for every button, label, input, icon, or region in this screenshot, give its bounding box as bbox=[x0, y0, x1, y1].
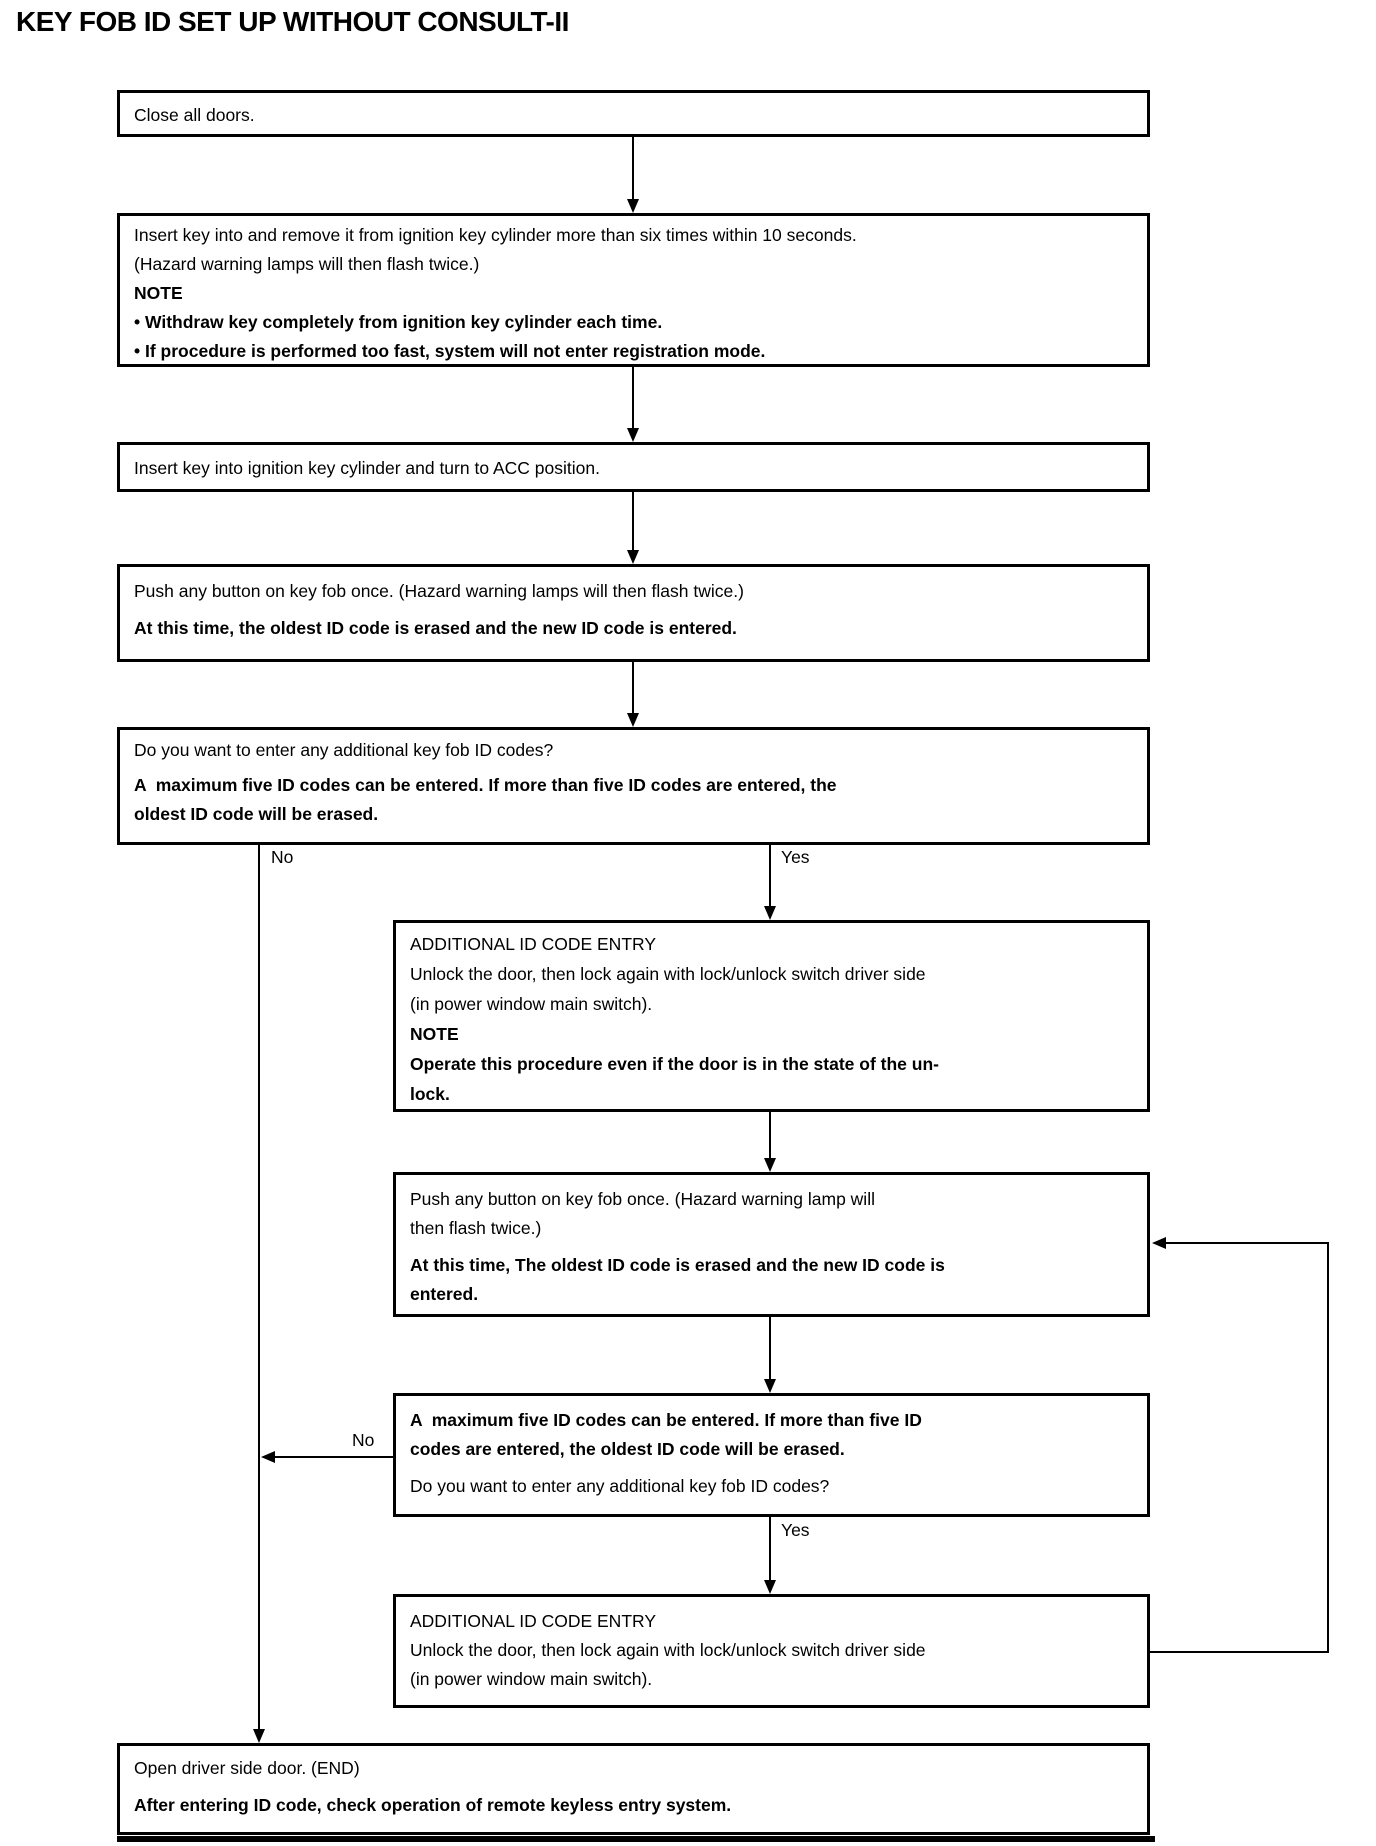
page-title: KEY FOB ID SET UP WITHOUT CONSULT-II bbox=[16, 6, 569, 37]
step-close-all-doors-text: Close all doors. bbox=[134, 105, 255, 125]
step-push-button-loop-line3: At this time, The oldest ID code is eras… bbox=[410, 1255, 945, 1275]
connector-step6-step7 bbox=[769, 1112, 771, 1160]
step-insert-remove-key: Insert key into and remove it from ignit… bbox=[117, 213, 1150, 367]
step-additional-id-entry-2-line2: Unlock the door, then lock again with lo… bbox=[410, 1640, 926, 1660]
step-additional-id-entry-1-note: NOTE bbox=[410, 1024, 459, 1044]
step-additional-id-entry-1-line3: (in power window main switch). bbox=[410, 994, 653, 1014]
step-push-button-loop-line2: then flash twice.) bbox=[410, 1218, 542, 1238]
step-push-button-loop-line4: entered. bbox=[410, 1284, 479, 1304]
step-additional-id-entry-1-note3: lock. bbox=[410, 1084, 450, 1104]
page-bottom-rule bbox=[117, 1836, 1155, 1842]
arrowhead-into-step7 bbox=[764, 1158, 776, 1172]
connector-no-branch-lower bbox=[273, 1456, 393, 1458]
connector-step1-step2 bbox=[632, 137, 634, 201]
decision-additional-codes-loop-line1: A maximum five ID codes can be entered. … bbox=[410, 1410, 922, 1430]
step-additional-id-entry-1-title: ADDITIONAL ID CODE ENTRY bbox=[410, 934, 657, 954]
connector-loop-right bbox=[1327, 1243, 1329, 1653]
decision-additional-codes-loop: A maximum five ID codes can be entered. … bbox=[393, 1393, 1150, 1517]
connector-step4-step5 bbox=[632, 662, 634, 714]
branch-label-yes-upper: Yes bbox=[781, 847, 810, 867]
branch-label-no-lower: No bbox=[352, 1430, 375, 1450]
step-close-all-doors: Close all doors. bbox=[117, 90, 1150, 137]
decision-additional-codes-question: Do you want to enter any additional key … bbox=[134, 740, 554, 760]
arrowhead-into-step6 bbox=[764, 906, 776, 920]
connector-yes-branch-lower bbox=[769, 1517, 771, 1581]
step-push-button-once: Push any button on key fob once. (Hazard… bbox=[117, 564, 1150, 662]
step-push-button-once-line1: Push any button on key fob once. (Hazard… bbox=[134, 581, 744, 601]
arrowhead-into-end bbox=[253, 1729, 265, 1743]
connector-loop-bottom bbox=[1150, 1651, 1329, 1653]
step-end-open-door-line1: Open driver side door. (END) bbox=[134, 1758, 360, 1778]
step-end-open-door-line2: After entering ID code, check operation … bbox=[134, 1795, 732, 1815]
step-push-button-loop: Push any button on key fob once. (Hazard… bbox=[393, 1172, 1150, 1317]
connector-step7-step8 bbox=[769, 1317, 771, 1381]
step-additional-id-entry-2: ADDITIONAL ID CODE ENTRY Unlock the door… bbox=[393, 1594, 1150, 1708]
decision-additional-codes: Do you want to enter any additional key … bbox=[117, 727, 1150, 845]
step-push-button-once-line2: At this time, the oldest ID code is eras… bbox=[134, 618, 737, 638]
arrowhead-into-step2 bbox=[627, 199, 639, 213]
step-additional-id-entry-2-title: ADDITIONAL ID CODE ENTRY bbox=[410, 1611, 657, 1631]
step-additional-id-entry-1-note2: Operate this procedure even if the door … bbox=[410, 1054, 939, 1074]
step-push-button-loop-line1: Push any button on key fob once. (Hazard… bbox=[410, 1189, 875, 1209]
step-additional-id-entry-1-line2: Unlock the door, then lock again with lo… bbox=[410, 964, 926, 984]
connector-no-branch-main bbox=[258, 845, 260, 1730]
arrowhead-into-no-line bbox=[261, 1451, 275, 1463]
connector-loop-top bbox=[1164, 1242, 1329, 1244]
decision-additional-codes-line2: A maximum five ID codes can be entered. … bbox=[134, 775, 837, 795]
step-insert-remove-key-bullet2: • If procedure is performed too fast, sy… bbox=[134, 341, 766, 361]
step-insert-remove-key-bullet1: • Withdraw key completely from ignition … bbox=[134, 312, 663, 332]
arrowhead-into-step4 bbox=[627, 550, 639, 564]
step-end-open-door: Open driver side door. (END) After enter… bbox=[117, 1743, 1150, 1835]
decision-additional-codes-loop-question: Do you want to enter any additional key … bbox=[410, 1476, 830, 1496]
decision-additional-codes-line3: oldest ID code will be erased. bbox=[134, 804, 379, 824]
arrowhead-into-step7-loop bbox=[1152, 1237, 1166, 1249]
connector-step2-step3 bbox=[632, 367, 634, 429]
step-insert-remove-key-line2: (Hazard warning lamps will then flash tw… bbox=[134, 254, 480, 274]
arrowhead-into-step3 bbox=[627, 428, 639, 442]
step-turn-to-acc: Insert key into ignition key cylinder an… bbox=[117, 442, 1150, 492]
step-turn-to-acc-text: Insert key into ignition key cylinder an… bbox=[134, 458, 600, 478]
branch-label-no-upper: No bbox=[271, 847, 294, 867]
step-additional-id-entry-2-line3: (in power window main switch). bbox=[410, 1669, 653, 1689]
decision-additional-codes-loop-line2: codes are entered, the oldest ID code wi… bbox=[410, 1439, 845, 1459]
branch-label-yes-lower: Yes bbox=[781, 1520, 810, 1540]
step-additional-id-entry-1: ADDITIONAL ID CODE ENTRY Unlock the door… bbox=[393, 920, 1150, 1112]
arrowhead-into-step9 bbox=[764, 1580, 776, 1594]
arrowhead-into-step8 bbox=[764, 1379, 776, 1393]
connector-yes-branch-upper bbox=[769, 845, 771, 907]
step-insert-remove-key-line1: Insert key into and remove it from ignit… bbox=[134, 225, 857, 245]
connector-step3-step4 bbox=[632, 492, 634, 551]
step-insert-remove-key-note: NOTE bbox=[134, 283, 183, 303]
arrowhead-into-step5 bbox=[627, 713, 639, 727]
